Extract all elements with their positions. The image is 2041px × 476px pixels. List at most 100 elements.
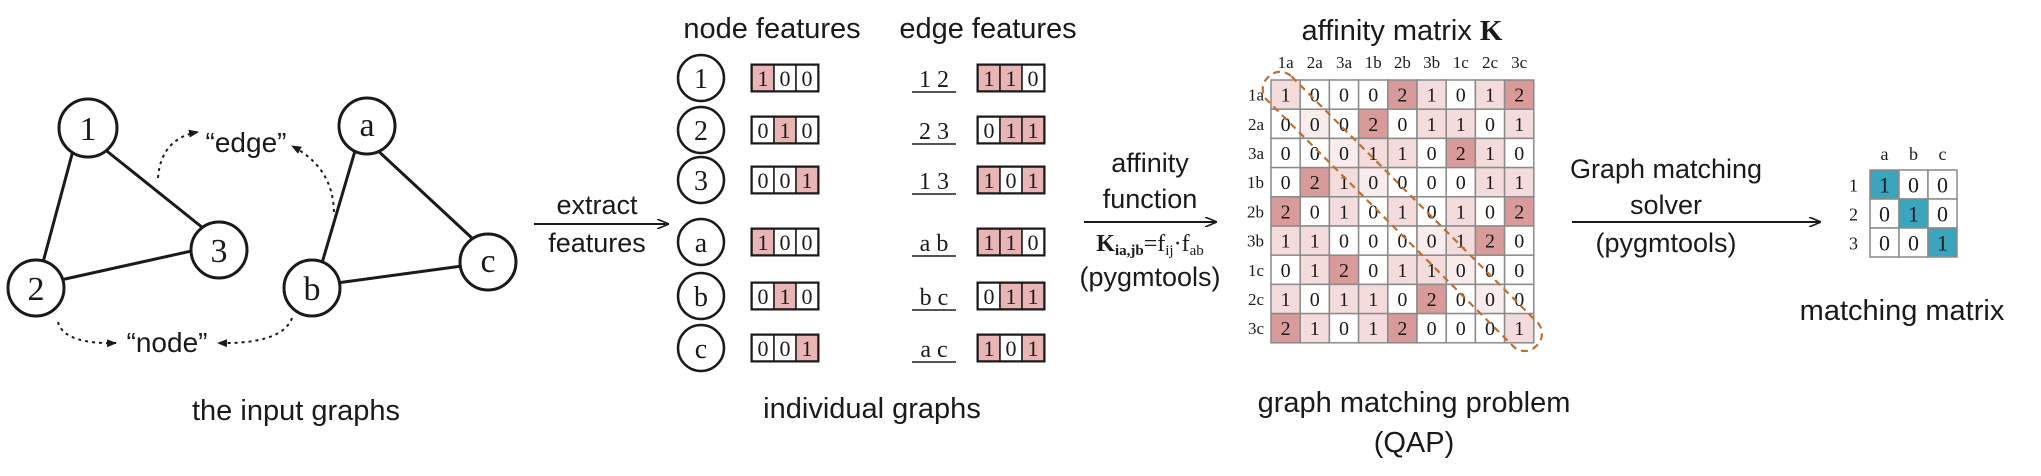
- affinity-value: 1: [1281, 289, 1291, 311]
- graph2-node-c: c: [458, 232, 518, 292]
- edge-feature-value: 1: [1006, 230, 1017, 255]
- matching-cell: [1927, 198, 1958, 229]
- affinity-value: 0: [1427, 231, 1437, 253]
- affinity-value: 1: [1368, 289, 1378, 311]
- matching-value: 0: [1908, 231, 1919, 256]
- edge-feature-value: 1: [1028, 336, 1039, 361]
- affinity-value: 0: [1514, 143, 1524, 165]
- edge-feature-cell: [1021, 228, 1045, 256]
- affinity-value: 1: [1368, 143, 1378, 165]
- affinity-value: 0: [1310, 143, 1320, 165]
- feature-node-label: 1: [694, 64, 708, 95]
- affinity-value: 0: [1456, 318, 1466, 340]
- affinity-row-label: 1a: [1248, 86, 1265, 105]
- affinity-cell: [1503, 254, 1535, 286]
- affinity-value: 2: [1485, 231, 1495, 253]
- node-annotation-arrow: [57, 321, 117, 348]
- affinity-value: 2: [1514, 85, 1524, 107]
- affinity-value: 1: [1456, 231, 1466, 253]
- graph2-edge-b-c: [321, 264, 463, 287]
- affinity-cell: [1299, 312, 1331, 344]
- affinity-value: 0: [1281, 114, 1291, 136]
- node-annotation-arrow-2: [217, 317, 293, 348]
- node-feature-value: 0: [802, 230, 813, 255]
- affinity-col-label: 1c: [1453, 53, 1470, 72]
- affinity-value: 0: [1339, 143, 1349, 165]
- affinity-value: 0: [1281, 260, 1291, 282]
- affinity-cell: [1270, 312, 1301, 344]
- affinity-cell: [1474, 312, 1506, 344]
- affinity-formula: Kia,jb=fij·fab: [1096, 231, 1203, 259]
- affinity-cell: [1503, 166, 1535, 198]
- graph2-node-a: a: [337, 96, 397, 156]
- node-label: b: [304, 271, 321, 308]
- affinity-value: 1: [1427, 85, 1437, 107]
- affinity-cell: [1328, 312, 1360, 344]
- affinity-cell: [1503, 312, 1535, 344]
- affinity-row-label: 3b: [1247, 232, 1264, 251]
- affinity-tool: (pygmtools): [1079, 262, 1220, 292]
- affinity-value: 0: [1456, 172, 1466, 194]
- edge-feature-value: 0: [1028, 230, 1039, 255]
- affinity-value: 0: [1368, 85, 1378, 107]
- affinity-cell: [1270, 196, 1301, 227]
- affinity-value: 0: [1368, 172, 1378, 194]
- node-label: 2: [28, 271, 45, 308]
- input-graphs-section: 1 2 3 a b c “edge” “node” the input: [6, 96, 518, 427]
- affinity-value: 1: [1456, 201, 1466, 223]
- affinity-value: 2: [1427, 289, 1437, 311]
- edge-feature-value: 0: [1006, 168, 1017, 193]
- affinity-col-label: 3c: [1511, 53, 1528, 72]
- affinity-cell: [1357, 225, 1389, 256]
- affinity-value: 1: [1514, 172, 1524, 194]
- feature-node-circle: [676, 53, 726, 103]
- node-label: a: [359, 107, 374, 144]
- affinity-value: 2: [1514, 201, 1524, 223]
- affinity-value: 1: [1339, 172, 1349, 194]
- affinity-value: 1: [1427, 114, 1437, 136]
- edge-feature-value: 1: [1006, 284, 1017, 309]
- node-feature-value: 0: [780, 66, 791, 91]
- extract-label-line2: features: [548, 228, 646, 258]
- input-graphs-caption: the input graphs: [192, 395, 400, 427]
- edge-label: b c: [920, 285, 949, 311]
- affinity-value: 1: [1514, 318, 1524, 340]
- affinity-value: 0: [1514, 260, 1524, 282]
- affinity-matrix-caption-line1: graph matching problem: [1258, 387, 1571, 419]
- affinity-value: 1: [1514, 114, 1524, 136]
- feature-node-label: b: [694, 282, 708, 313]
- affinity-cell: [1416, 283, 1447, 315]
- affinity-cell: [1416, 312, 1447, 344]
- edge-label: 2 3: [919, 119, 949, 145]
- affinity-value: 1: [1310, 260, 1320, 282]
- affinity-cell: [1357, 79, 1389, 110]
- matching-row-label: 3: [1849, 234, 1858, 254]
- affinity-row-label: 3c: [1248, 319, 1265, 338]
- node-annotation: “node”: [127, 327, 208, 358]
- node-feature-value: 0: [802, 284, 813, 309]
- affinity-value: 0: [1485, 114, 1495, 136]
- affinity-col-label: 1b: [1365, 53, 1382, 72]
- solver-label-line1: Graph matching: [1570, 154, 1762, 184]
- affinity-value: 1: [1485, 85, 1495, 107]
- edge-feature-value: 0: [1006, 336, 1017, 361]
- affinity-value: 0: [1310, 114, 1320, 136]
- affinity-label-line2: function: [1103, 184, 1198, 214]
- affinity-value: 2: [1310, 172, 1320, 194]
- node-feature-value: 0: [780, 168, 791, 193]
- affinity-cell: [1387, 108, 1418, 140]
- feature-node-circle: [676, 323, 726, 373]
- affinity-cell: [1503, 79, 1535, 110]
- affinity-value: 1: [1427, 260, 1437, 282]
- affinity-value: 1: [1456, 114, 1466, 136]
- node-feature-value: 1: [758, 66, 769, 91]
- affinity-cell: [1299, 137, 1331, 169]
- affinity-cell: [1357, 137, 1389, 169]
- affinity-value: 0: [1339, 114, 1349, 136]
- node-feature-value: 0: [758, 118, 769, 143]
- edge-annotation: “edge”: [206, 127, 287, 158]
- affinity-cell: [1328, 137, 1360, 169]
- affinity-cell: [1416, 254, 1447, 286]
